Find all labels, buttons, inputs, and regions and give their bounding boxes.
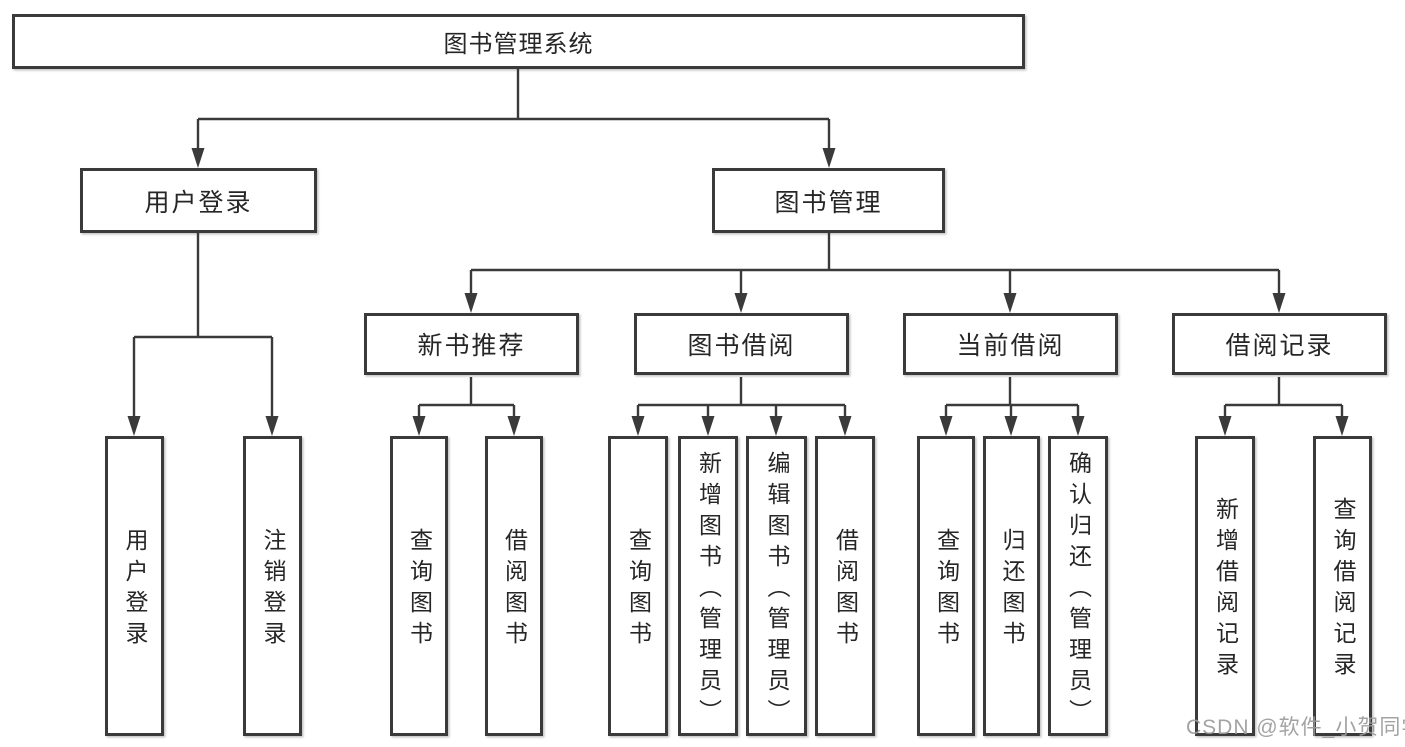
leaf-edit-books-admin: 编辑图书（管理员） — [746, 436, 807, 736]
node-label: 用户登录 — [122, 528, 148, 652]
leaf-borrow-books: 借阅图书 — [815, 436, 875, 736]
node-label: 图书管理 — [774, 188, 883, 217]
node-label: 新增图书（管理员） — [695, 450, 722, 730]
leaf-user-login: 用户登录 — [105, 436, 164, 736]
node-user-login-group: 用户登录 — [80, 168, 317, 233]
csdn-watermark: CSDN @软件_小贺同学 — [1186, 716, 1405, 739]
node-label: 查询借阅记录 — [1330, 497, 1356, 683]
node-label: 查询图书 — [933, 528, 960, 652]
leaf-add-books-admin: 新增图书（管理员） — [678, 436, 738, 736]
node-label: 确认归还（管理员） — [1065, 450, 1092, 730]
node-label: 图书管理系统 — [443, 31, 594, 58]
leaf-logout-login: 注销登录 — [243, 436, 302, 736]
node-label: 借阅图书 — [832, 528, 859, 652]
leaf-query-books-current: 查询图书 — [917, 436, 975, 736]
node-label: 查询图书 — [625, 528, 652, 652]
leaf-query-books-borrowing: 查询图书 — [608, 436, 668, 736]
node-label: 新增借阅记录 — [1212, 497, 1239, 683]
node-label: 图书借阅 — [687, 332, 796, 360]
node-label: 查询图书 — [406, 528, 433, 652]
node-book-borrowing: 图书借阅 — [634, 313, 849, 375]
leaf-return-books: 归还图书 — [983, 436, 1040, 736]
node-label: 用户登录 — [144, 188, 253, 217]
leaf-add-borrow-record: 新增借阅记录 — [1195, 436, 1255, 736]
leaf-borrow-books-recommend: 借阅图书 — [485, 436, 543, 736]
node-new-book-recommendation: 新书推荐 — [364, 313, 579, 375]
node-label: 归还图书 — [999, 528, 1025, 652]
node-current-borrowing: 当前借阅 — [903, 313, 1118, 375]
node-library-system: 图书管理系统 — [12, 14, 1025, 69]
node-book-management: 图书管理 — [712, 168, 945, 233]
node-label: 当前借阅 — [956, 332, 1065, 360]
leaf-query-books-recommend: 查询图书 — [390, 436, 448, 736]
node-label: 借阅记录 — [1225, 332, 1334, 360]
leaf-query-borrow-record: 查询借阅记录 — [1313, 436, 1372, 736]
node-label: 注销登录 — [260, 528, 286, 652]
node-borrowing-records: 借阅记录 — [1172, 313, 1387, 375]
leaf-confirm-return-admin: 确认归还（管理员） — [1048, 436, 1108, 736]
node-label: 借阅图书 — [501, 528, 528, 652]
node-label: 新书推荐 — [417, 332, 526, 360]
node-label: 编辑图书（管理员） — [764, 450, 790, 730]
